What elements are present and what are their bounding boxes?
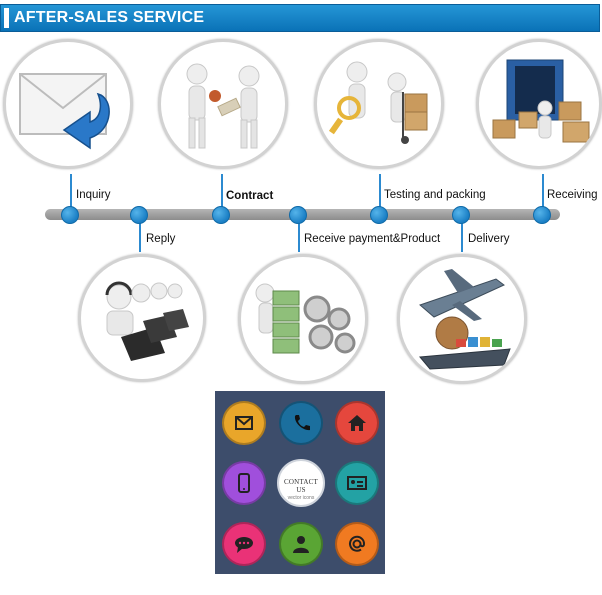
step-label-receiving: Receiving xyxy=(547,189,598,201)
connector-payment xyxy=(298,219,300,252)
phone-icon xyxy=(279,401,323,445)
step-label-payment: Receive payment&Product xyxy=(304,233,441,245)
connector-contract xyxy=(221,174,223,211)
inquiry-photo xyxy=(3,39,133,169)
mobile-icon xyxy=(222,461,266,505)
step-label-delivery: Delivery xyxy=(468,233,510,245)
at-sign-icon xyxy=(335,522,379,566)
receiving-photo xyxy=(476,39,602,169)
connector-reply xyxy=(139,219,141,252)
testing-photo xyxy=(314,39,444,169)
step-label-reply: Reply xyxy=(146,233,176,245)
contact-title: CONTACT US xyxy=(284,478,318,494)
step-dot-receiving xyxy=(533,206,551,224)
page-title: AFTER-SALES SERVICE xyxy=(14,9,205,26)
connector-inquiry xyxy=(70,174,72,211)
contact-us-center: CONTACT US vector icons xyxy=(277,459,325,507)
reply-photo xyxy=(78,254,206,382)
step-dot-payment xyxy=(289,206,307,224)
user-icon xyxy=(279,522,323,566)
chat-icon xyxy=(222,522,266,566)
connector-testing xyxy=(379,174,381,211)
connector-receiving xyxy=(542,174,544,211)
step-label-testing: Testing and packing xyxy=(384,189,486,201)
id-card-icon xyxy=(335,461,379,505)
payment-photo xyxy=(238,254,368,384)
header-accent xyxy=(4,8,9,28)
envelope-icon xyxy=(222,401,266,445)
step-dot-testing xyxy=(370,206,388,224)
header-banner: AFTER-SALES SERVICE xyxy=(0,4,600,32)
contact-subtitle: vector icons xyxy=(287,495,315,501)
step-dot-reply xyxy=(130,206,148,224)
step-label-contract: Contract xyxy=(226,190,274,202)
step-dot-inquiry xyxy=(61,206,79,224)
step-dot-contract xyxy=(212,206,230,224)
step-label-inquiry: Inquiry xyxy=(76,189,111,201)
connector-delivery xyxy=(461,219,463,252)
step-dot-delivery xyxy=(452,206,470,224)
home-icon xyxy=(335,401,379,445)
delivery-photo xyxy=(397,254,527,384)
contract-photo xyxy=(158,39,288,169)
